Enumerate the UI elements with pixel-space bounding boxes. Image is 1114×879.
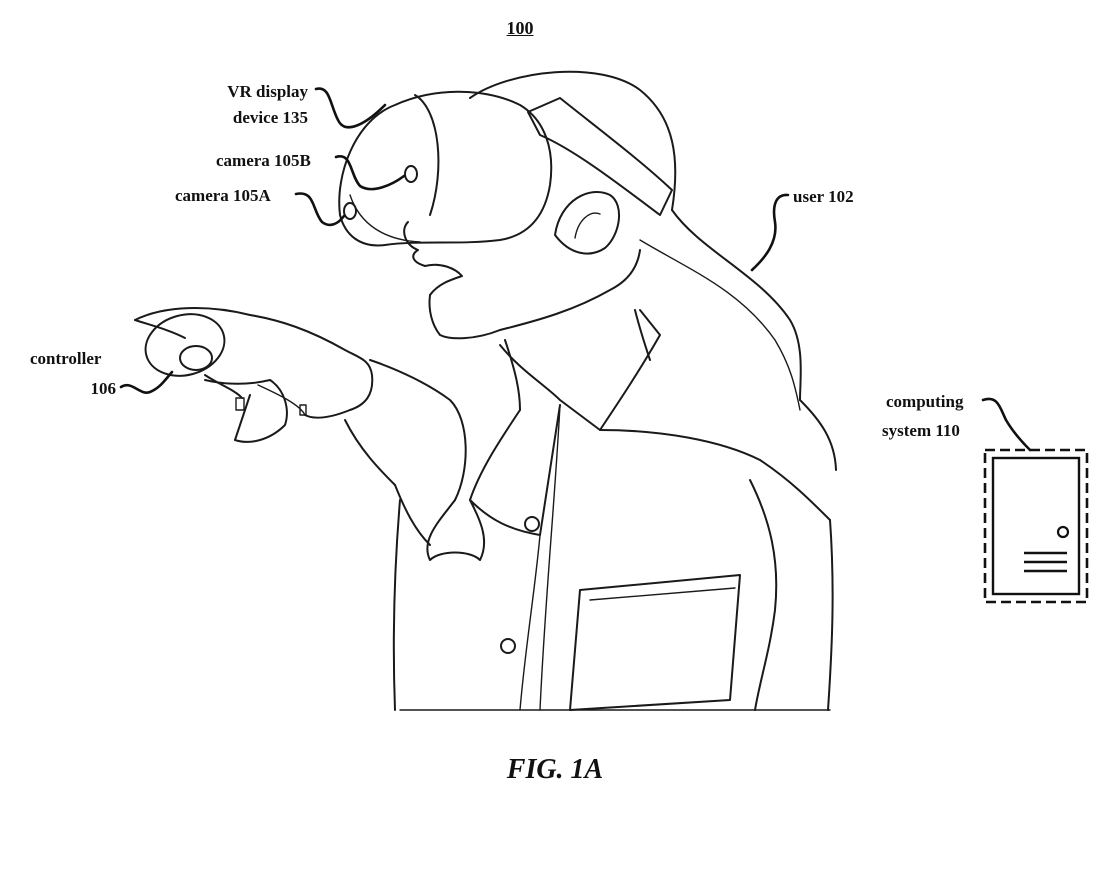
label-controller-line1: controller: [30, 349, 102, 368]
leader-controller: [119, 370, 174, 394]
label-computing-line2: system 110: [882, 421, 960, 440]
label-camera-105a: camera 105A: [175, 186, 271, 205]
leader-vr-display: [314, 87, 387, 129]
label-camera-105b: camera 105B: [216, 151, 311, 170]
label-controller-line2: 106: [90, 379, 117, 398]
label-vr-display-line1: VR display: [227, 82, 308, 101]
leader-user: [750, 193, 790, 272]
leader-camera-105a: [294, 192, 346, 227]
figure-caption: FIG. 1A: [506, 754, 604, 785]
label-user: user 102: [793, 187, 854, 206]
leader-camera-105b: [334, 155, 406, 191]
label-vr-display-line2: device 135: [232, 108, 308, 127]
figure-number: 100: [506, 18, 534, 38]
leader-computing-system: [981, 397, 1032, 452]
label-computing-line1: computing: [886, 392, 964, 411]
user-figure: [134, 70, 837, 711]
computing-system-tower: [983, 448, 1089, 604]
